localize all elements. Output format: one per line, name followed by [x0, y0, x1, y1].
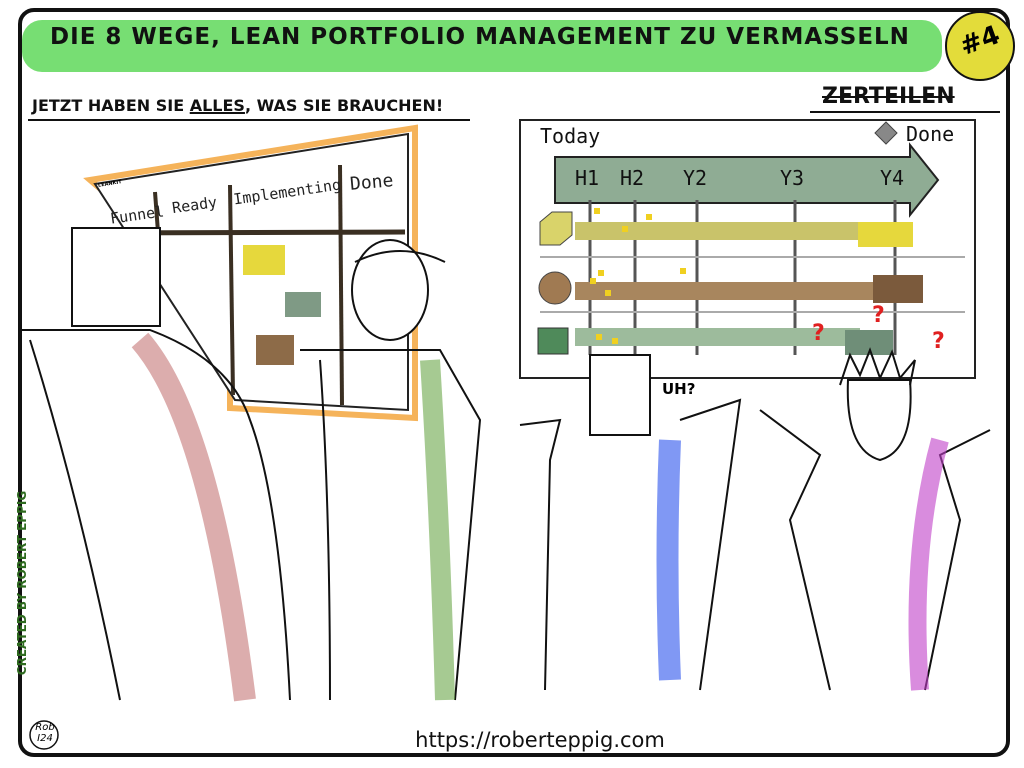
kanban-column-done: Done	[349, 170, 395, 195]
done-diamond-icon	[874, 121, 898, 145]
people	[20, 227, 991, 702]
bar-brown	[575, 282, 900, 300]
roadmap-today-label: Today	[540, 124, 601, 148]
sticky-green	[285, 292, 321, 317]
sticky-yellow	[243, 245, 285, 275]
roadmap-done-label: Done	[906, 122, 955, 146]
website-link[interactable]: https://roberteppig.com	[415, 728, 665, 752]
credit-text: CREATED BY ROBERT EPPIG	[15, 490, 29, 676]
frame-border	[18, 8, 1010, 757]
milestone-y2: Y2	[683, 166, 708, 190]
title-banner	[22, 20, 942, 72]
box-icon	[537, 327, 569, 355]
sticky-brown	[256, 335, 294, 365]
speech-uh: UH?	[662, 380, 696, 398]
kanban-board	[83, 124, 418, 422]
subtitle-emphasis: ALLES	[189, 96, 245, 115]
signature-circle	[29, 720, 59, 750]
badge-circle	[945, 11, 1015, 81]
milestone-y3: Y3	[780, 166, 805, 190]
milestone-h1: H1	[575, 166, 600, 190]
svg-text:?: ?	[932, 329, 945, 354]
sticky-yellow	[858, 222, 913, 247]
cube-icon	[539, 211, 573, 246]
sticky-brown	[873, 275, 923, 303]
milestone-h2: H2	[620, 166, 645, 190]
bar-green	[575, 328, 860, 346]
subtitle-pre: JETZT HABEN SIE	[32, 96, 190, 115]
signature-line2: I24	[37, 733, 53, 744]
timeline-arrow	[554, 142, 940, 218]
milestone-y4: Y4	[880, 166, 905, 190]
page-title: DIE 8 WEGE, LEAN PORTFOLIO MANAGEMENT ZU…	[50, 24, 910, 50]
question-marks: ???	[812, 303, 945, 354]
sphere-icon	[538, 271, 572, 305]
subtitle: JETZT HABEN SIE ALLES, WAS SIE BRAUCHEN!	[32, 96, 443, 115]
svg-text:?: ?	[872, 303, 885, 328]
svg-text:?: ?	[812, 321, 825, 346]
signature-line1: Rob	[35, 722, 55, 733]
bar-yellow	[575, 222, 900, 240]
subtitle-post: , WAS SIE BRAUCHEN!	[244, 96, 444, 115]
struck-word: ZERTEILEN	[822, 84, 955, 109]
roadmap-board: ???	[519, 119, 976, 379]
